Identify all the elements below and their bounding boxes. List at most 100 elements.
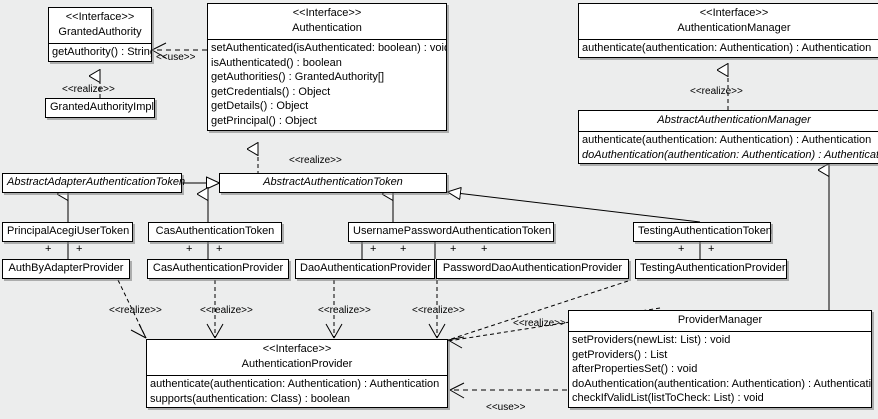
association-marker: + [76, 243, 83, 255]
relationship-label-realize-auth-by-adapter: <<realize>> [109, 305, 162, 316]
association-marker: + [186, 243, 193, 255]
class-header: CasAuthenticationToken [149, 223, 281, 241]
association-marker: + [450, 243, 457, 255]
class-name: TestingAuthenticationProvider [640, 262, 786, 274]
class-header: <<Interface>> Authentication [208, 4, 446, 39]
class-name: AuthenticationProvider [241, 358, 353, 370]
class-cas-authentication-provider[interactable]: CasAuthenticationProvider [147, 259, 289, 279]
class-header: AbstractAuthenticationManager [579, 111, 878, 131]
class-abstract-authentication-manager[interactable]: AbstractAuthenticationManager authentica… [578, 110, 878, 165]
class-header: TestingAuthenticationProvider [636, 260, 786, 278]
class-name: GrantedAuthorityImpl [50, 101, 154, 113]
methods-compartment: setProviders(newList: List) : void getPr… [569, 331, 871, 407]
class-name: TestingAuthenticationToken [638, 225, 772, 237]
class-password-dao-authentication-provider[interactable]: PasswordDaoAuthenticationProvider [436, 259, 629, 279]
methods-compartment: authenticate(authentication: Authenticat… [579, 39, 878, 57]
class-name: UsernamePasswordAuthenticationToken [353, 225, 552, 237]
class-name: ProviderManager [677, 314, 763, 326]
method-row: checkIfValidList(listToCheck: List) : vo… [572, 392, 764, 405]
method-row: getAuthority() : String [52, 46, 151, 58]
class-authentication-provider[interactable]: <<Interface>> AuthenticationProvider aut… [146, 339, 448, 409]
class-abstract-authentication-token[interactable]: AbstractAuthenticationToken [219, 173, 447, 193]
relationship-label-realize-granted-authority-impl: <<realize>> [62, 84, 115, 95]
method-row: getProviders() : List [572, 348, 668, 361]
class-testing-authentication-provider[interactable]: TestingAuthenticationProvider [635, 259, 787, 279]
relationship-label-realize-abstract-authentication-manager: <<realize>> [690, 86, 743, 97]
method-row: getCredentials() : Object [211, 85, 331, 98]
class-header: CasAuthenticationProvider [148, 260, 288, 278]
method-row: afterPropertiesSet() : void [572, 363, 698, 376]
method-row: isAuthenticated() : boolean [211, 56, 342, 69]
stereotype-interface: <<Interface>> [699, 7, 769, 19]
relationship-label-realize-dao-provider: <<realize>> [318, 305, 371, 316]
relationship-label-use-provider-manager: <<use>> [486, 402, 526, 413]
class-name: AbstractAdapterAuthenticationToken [7, 176, 186, 188]
method-row: authenticate(authentication: Authenticat… [582, 134, 872, 146]
class-name: CasAuthenticationToken [155, 225, 275, 237]
association-marker: + [678, 243, 685, 255]
stereotype-interface: <<Interface>> [262, 343, 332, 355]
method-row: getPrincipal() : Object [211, 114, 317, 127]
methods-compartment: setAuthenticated(isAuthenticated: boolea… [208, 39, 446, 130]
class-name: AbstractAuthenticationManager [657, 114, 811, 126]
methods-compartment: authenticate(authentication: Authenticat… [579, 131, 878, 163]
association-marker: + [708, 243, 715, 255]
class-provider-manager[interactable]: ProviderManager setProviders(newList: Li… [568, 310, 872, 408]
class-cas-authentication-token[interactable]: CasAuthenticationToken [148, 222, 282, 242]
method-row: setProviders(newList: List) : void [572, 334, 731, 346]
class-granted-authority-impl[interactable]: GrantedAuthorityImpl [45, 98, 155, 118]
relationship-label-realize-abstract-authentication-token: <<realize>> [289, 155, 342, 166]
class-header: <<Interface>> GrantedAuthority [49, 8, 151, 43]
method-row: supports(authentication: Class) : boolea… [150, 392, 350, 405]
method-row: setAuthenticated(isAuthenticated: boolea… [211, 42, 446, 54]
class-abstract-adapter-authentication-token[interactable]: AbstractAdapterAuthenticationToken [2, 173, 186, 193]
association-marker: + [370, 243, 377, 255]
class-header: <<Interface>> AuthenticationProvider [147, 340, 447, 375]
stereotype-interface: <<Interface>> [292, 7, 362, 19]
class-header: AuthByAdapterProvider [3, 260, 129, 278]
relationship-label-use-granted-authority: <<use>> [156, 52, 196, 63]
class-granted-authority[interactable]: <<Interface>> GrantedAuthority getAuthor… [48, 7, 152, 62]
class-header: UsernamePasswordAuthenticationToken [349, 223, 553, 241]
class-auth-by-adapter-provider[interactable]: AuthByAdapterProvider [2, 259, 130, 279]
class-username-password-authentication-token[interactable]: UsernamePasswordAuthenticationToken [348, 222, 554, 242]
class-principal-acegi-user-token[interactable]: PrincipalAcegiUserToken [2, 222, 133, 242]
class-header: PrincipalAcegiUserToken [3, 223, 132, 241]
class-header: PasswordDaoAuthenticationProvider [437, 260, 628, 278]
class-header: <<Interface>> AuthenticationManager [579, 4, 878, 39]
method-row: getDetails() : Object [211, 100, 309, 113]
class-header: TestingAuthenticationToken [634, 223, 772, 241]
relationship-label-realize-password-dao-provider: <<realize>> [412, 305, 465, 316]
method-row: authenticate(authentication: Authenticat… [582, 42, 872, 54]
class-authentication[interactable]: <<Interface>> Authentication setAuthenti… [207, 3, 447, 131]
class-name: AuthByAdapterProvider [8, 262, 124, 274]
class-name: PrincipalAcegiUserToken [7, 225, 130, 237]
class-testing-authentication-token[interactable]: TestingAuthenticationToken [633, 222, 772, 242]
association-marker: + [45, 243, 52, 255]
class-name: CasAuthenticationProvider [152, 262, 284, 274]
class-header: GrantedAuthorityImpl [46, 99, 154, 117]
method-row: doAuthentication(authentication: Authent… [572, 377, 871, 390]
class-authentication-manager[interactable]: <<Interface>> AuthenticationManager auth… [578, 3, 878, 58]
methods-compartment: getAuthority() : String [49, 43, 151, 61]
class-name: GrantedAuthority [58, 26, 142, 38]
class-name: AbstractAuthenticationToken [263, 176, 403, 188]
methods-compartment: authenticate(authentication: Authenticat… [147, 375, 447, 407]
class-name: DaoAuthenticationProvider [300, 262, 431, 274]
class-name: Authentication [292, 22, 362, 34]
class-name: PasswordDaoAuthenticationProvider [442, 262, 623, 274]
class-header: DaoAuthenticationProvider [296, 260, 434, 278]
stereotype-interface: <<Interface>> [65, 11, 135, 23]
association-marker: + [481, 243, 488, 255]
class-header: AbstractAuthenticationToken [220, 174, 446, 192]
class-name: AuthenticationManager [677, 22, 791, 34]
association-marker: + [400, 243, 407, 255]
method-row: doAuthentication(authentication: Authent… [582, 148, 878, 161]
relationship-label-realize-provider-manager: <<realize>> [513, 318, 566, 329]
class-dao-authentication-provider[interactable]: DaoAuthenticationProvider [295, 259, 435, 279]
class-header: AbstractAdapterAuthenticationToken [3, 174, 186, 192]
association-marker: + [216, 243, 223, 255]
method-row: getAuthorities() : GrantedAuthority[] [211, 71, 385, 84]
relationship-label-realize-cas-provider: <<realize>> [200, 305, 253, 316]
